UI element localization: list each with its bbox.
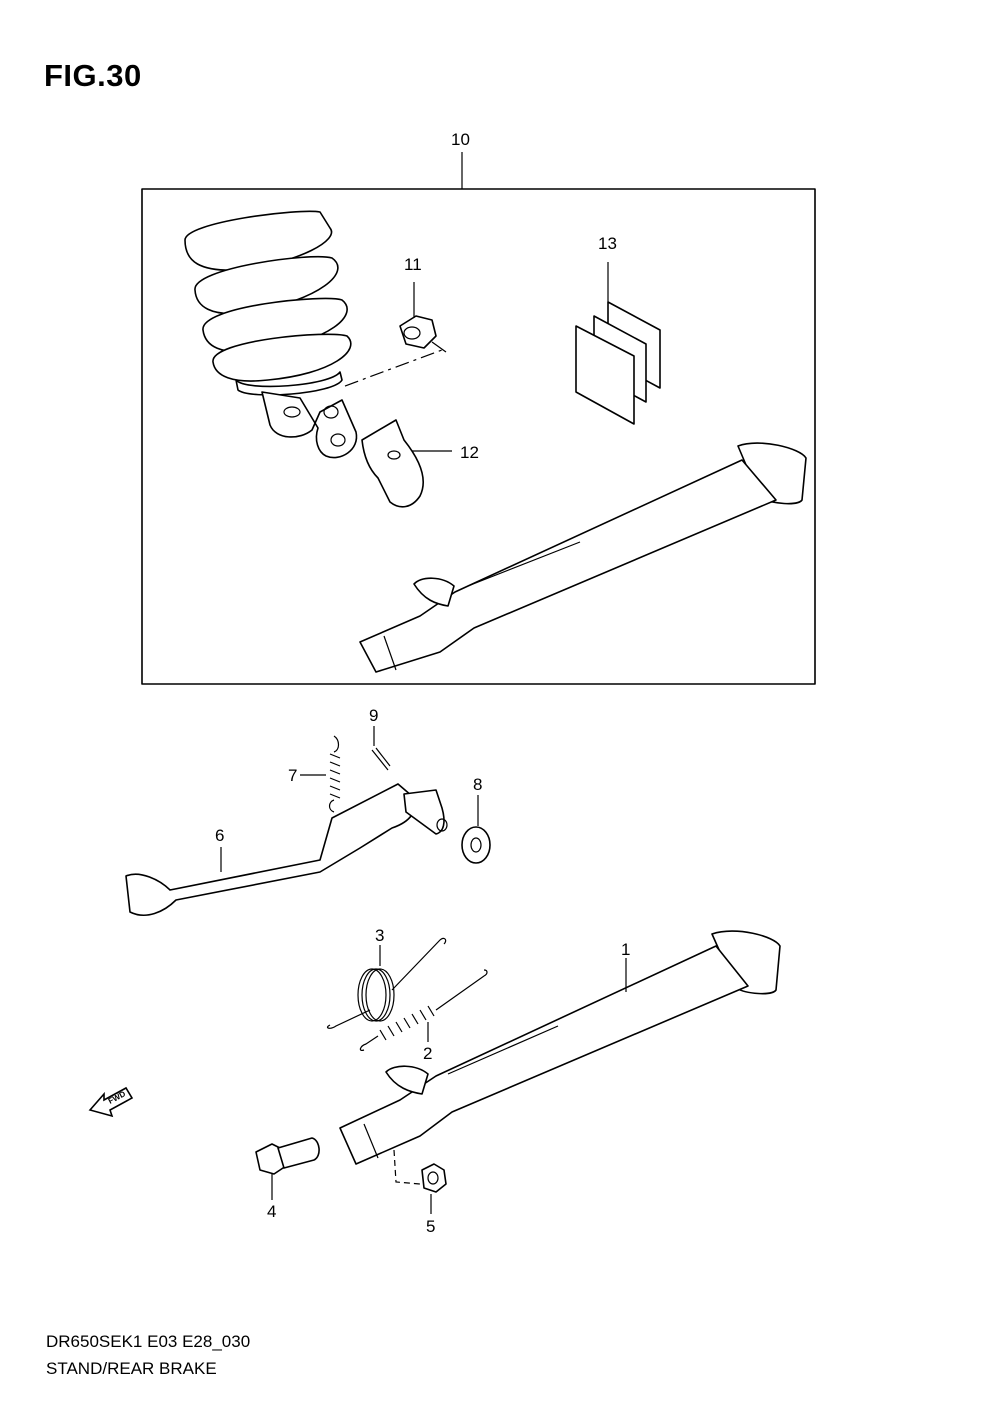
part-6-brake-pedal [125, 783, 448, 916]
part-2-spring [359, 969, 488, 1051]
callout-7: 7 [288, 766, 297, 785]
kit-box [141, 152, 816, 685]
callout-10: 10 [451, 130, 470, 149]
part-12-bracket [361, 419, 452, 508]
part-4-bolt [255, 1137, 320, 1200]
part-1-side-stand [339, 930, 781, 1165]
rear-shock-illustration [184, 210, 443, 459]
part-8-washer [461, 795, 491, 864]
part-13-pads [575, 262, 661, 425]
figure-title: FIG.30 [44, 58, 142, 93]
callout-2: 2 [423, 1044, 432, 1063]
callout-13: 13 [598, 234, 617, 253]
callout-5: 5 [426, 1217, 435, 1236]
kit-side-stand [359, 442, 807, 673]
fwd-arrow-icon: FWD [88, 1086, 134, 1118]
diagram-code: DR650SEK1 E03 E28_030 [46, 1332, 251, 1351]
part-11-nut [399, 282, 447, 353]
diagram-title: STAND/REAR BRAKE [46, 1359, 217, 1378]
callout-4: 4 [267, 1202, 276, 1221]
callout-9: 9 [369, 706, 378, 725]
callout-12: 12 [460, 443, 479, 462]
part-5-nut [393, 1149, 447, 1214]
part-7-spring [300, 735, 341, 813]
callout-1: 1 [621, 940, 630, 959]
part-3-spring [326, 937, 447, 1029]
callout-3: 3 [375, 926, 384, 945]
callout-11: 11 [404, 255, 422, 274]
callout-8: 8 [473, 775, 482, 794]
part-9-cotter-pin [371, 726, 391, 771]
callout-6: 6 [215, 826, 224, 845]
